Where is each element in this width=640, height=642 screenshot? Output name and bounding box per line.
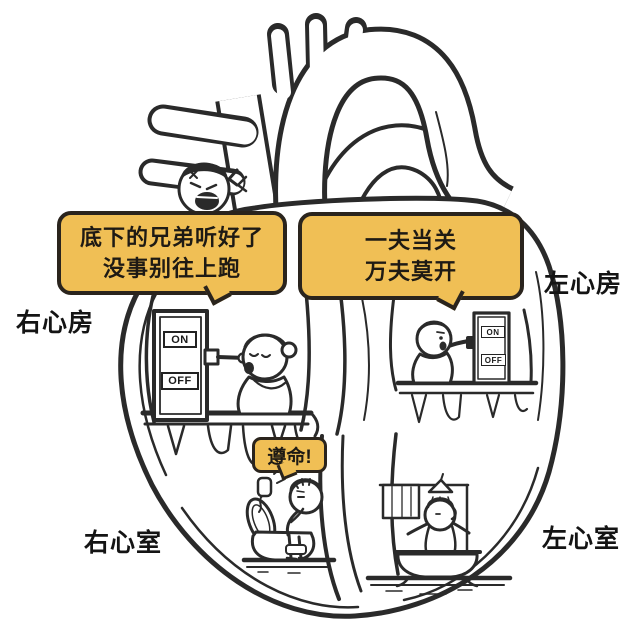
right-atrium-off-plate: OFF	[161, 372, 199, 390]
speech-bubble-command-left: 底下的兄弟听好了 没事别往上跑	[57, 211, 287, 306]
right-ventricle-character	[285, 478, 324, 561]
shock-mark-icon	[227, 168, 239, 187]
right-atrium-label: 右心房	[16, 309, 95, 337]
bubble-line: 一夫当关	[364, 228, 457, 253]
bathtub	[393, 550, 482, 588]
speech-bubble-reply: 遵命!	[252, 437, 327, 481]
bubble-line: 万夫莫开	[364, 259, 457, 284]
bathroom	[378, 473, 470, 555]
left-atrium-switch-panel	[466, 311, 511, 385]
aorta	[267, 13, 515, 236]
bubble-line: 遵命!	[267, 446, 312, 468]
right-atrium-on-plate: ON	[163, 331, 197, 348]
right-atrium-switch-panel	[152, 309, 248, 422]
bubble-line: 没事别往上跑	[102, 256, 241, 281]
shower-head-icon	[427, 478, 454, 494]
towel	[381, 483, 421, 520]
shock-mark-icon	[236, 175, 248, 193]
left-atrium-on-plate: ON	[481, 326, 505, 338]
right-ventricle-label: 右心室	[84, 529, 163, 557]
bubble-line: 底下的兄弟听好了	[79, 225, 264, 250]
left-ventricle-label: 左心室	[542, 525, 621, 553]
speech-bubble-command-right: 一夫当关 万夫莫开	[298, 212, 524, 311]
right-atrium-character	[236, 333, 298, 416]
left-atrium-off-plate: OFF	[481, 354, 506, 366]
left-atrium-character	[411, 320, 475, 385]
left-atrium-label: 左心房	[544, 270, 623, 298]
